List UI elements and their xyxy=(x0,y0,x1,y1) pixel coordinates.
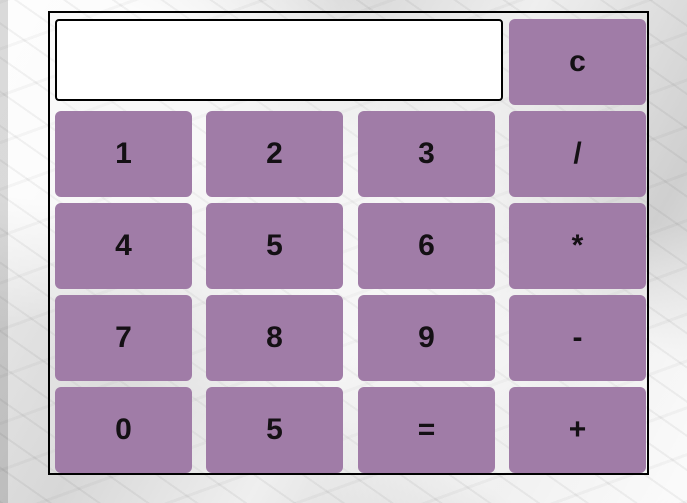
digit-1-button[interactable]: 1 xyxy=(55,111,192,197)
digit-8-button[interactable]: 8 xyxy=(206,295,343,381)
digit-9-button[interactable]: 9 xyxy=(358,295,495,381)
calculator-display[interactable] xyxy=(55,19,503,101)
minus-button[interactable]: - xyxy=(509,295,646,381)
plus-button[interactable]: + xyxy=(509,387,646,473)
clear-button[interactable]: c xyxy=(509,19,646,105)
digit-5-secondary-button[interactable]: 5 xyxy=(206,387,343,473)
digit-3-button[interactable]: 3 xyxy=(358,111,495,197)
digit-0-button[interactable]: 0 xyxy=(55,387,192,473)
equals-button[interactable]: = xyxy=(358,387,495,473)
calculator-frame: c 1 2 3 / 4 5 6 * 7 8 9 - 0 5 = + xyxy=(48,11,649,475)
multiply-button[interactable]: * xyxy=(509,203,646,289)
digit-2-button[interactable]: 2 xyxy=(206,111,343,197)
digit-6-button[interactable]: 6 xyxy=(358,203,495,289)
digit-5-button[interactable]: 5 xyxy=(206,203,343,289)
digit-7-button[interactable]: 7 xyxy=(55,295,192,381)
digit-4-button[interactable]: 4 xyxy=(55,203,192,289)
divide-button[interactable]: / xyxy=(509,111,646,197)
